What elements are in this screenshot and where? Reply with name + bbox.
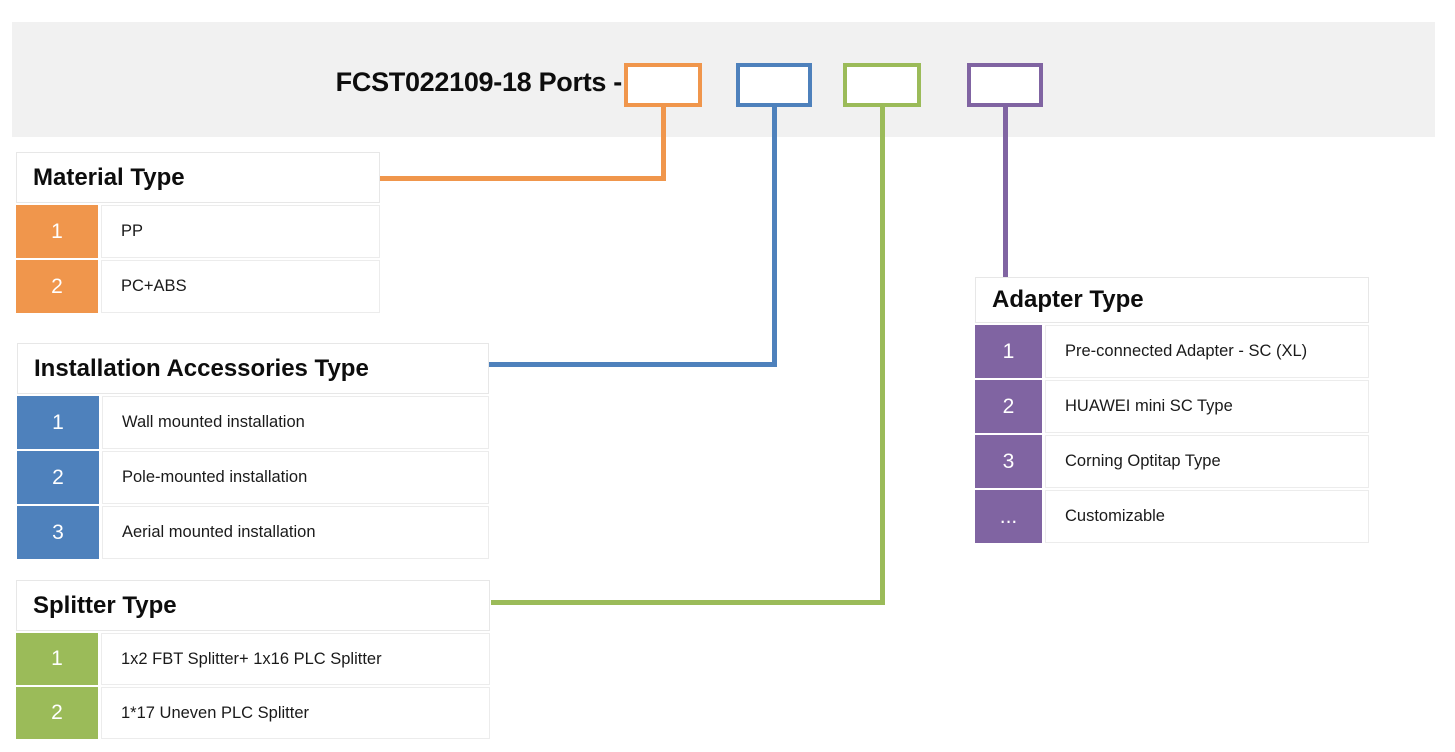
connector-installation-horizontal bbox=[489, 362, 777, 367]
connector-material-vertical bbox=[661, 105, 666, 181]
code-cell: 1 bbox=[17, 396, 99, 449]
code-cell: 1 bbox=[975, 325, 1042, 378]
product-code-title: FCST022109-18 Ports - bbox=[335, 67, 623, 97]
code-cell: 3 bbox=[17, 506, 99, 559]
code-box-adapter-type bbox=[967, 63, 1043, 107]
connector-splitter-horizontal bbox=[491, 600, 885, 605]
table-row: ... Customizable bbox=[975, 490, 1369, 543]
table-row: 2 Pole-mounted installation bbox=[17, 451, 489, 504]
table-row: 2 PC+ABS bbox=[16, 260, 380, 313]
table-row: 3 Corning Optitap Type bbox=[975, 435, 1369, 488]
code-box-installation-accessories-type bbox=[736, 63, 812, 107]
label-cell: Customizable bbox=[1045, 490, 1369, 543]
label-cell: PC+ABS bbox=[101, 260, 380, 313]
table-row: 1 Wall mounted installation bbox=[17, 396, 489, 449]
connector-material-horizontal bbox=[380, 176, 666, 181]
installation-accessories-type-table: Installation Accessories Type 1 Wall mou… bbox=[17, 343, 489, 559]
header-band bbox=[12, 22, 1435, 137]
code-box-splitter-type bbox=[843, 63, 921, 107]
code-cell: ... bbox=[975, 490, 1042, 543]
code-box-material-type bbox=[624, 63, 702, 107]
label-cell: Aerial mounted installation bbox=[102, 506, 489, 559]
connector-adapter-vertical bbox=[1003, 105, 1008, 277]
code-cell: 2 bbox=[17, 451, 99, 504]
label-cell: Pole-mounted installation bbox=[102, 451, 489, 504]
label-cell: PP bbox=[101, 205, 380, 258]
adapter-type-table: Adapter Type 1 Pre-connected Adapter - S… bbox=[975, 277, 1369, 543]
table-row: 1 PP bbox=[16, 205, 380, 258]
label-cell: Corning Optitap Type bbox=[1045, 435, 1369, 488]
label-cell: HUAWEI mini SC Type bbox=[1045, 380, 1369, 433]
connector-splitter-vertical bbox=[880, 105, 885, 605]
connector-installation-vertical bbox=[772, 105, 777, 367]
code-cell: 2 bbox=[975, 380, 1042, 433]
label-cell: 1*17 Uneven PLC Splitter bbox=[101, 687, 490, 739]
table-title: Splitter Type bbox=[16, 580, 490, 631]
code-cell: 2 bbox=[16, 687, 98, 739]
table-row: 3 Aerial mounted installation bbox=[17, 506, 489, 559]
splitter-type-table: Splitter Type 1 1x2 FBT Splitter+ 1x16 P… bbox=[16, 580, 490, 739]
table-row: 2 HUAWEI mini SC Type bbox=[975, 380, 1369, 433]
code-cell: 1 bbox=[16, 205, 98, 258]
table-title: Material Type bbox=[16, 152, 380, 203]
label-cell: Pre-connected Adapter - SC (XL) bbox=[1045, 325, 1369, 378]
table-title: Installation Accessories Type bbox=[17, 343, 489, 394]
code-cell: 3 bbox=[975, 435, 1042, 488]
material-type-table: Material Type 1 PP 2 PC+ABS bbox=[16, 152, 380, 313]
label-cell: 1x2 FBT Splitter+ 1x16 PLC Splitter bbox=[101, 633, 490, 685]
table-row: 2 1*17 Uneven PLC Splitter bbox=[16, 687, 490, 739]
label-cell: Wall mounted installation bbox=[102, 396, 489, 449]
table-row: 1 1x2 FBT Splitter+ 1x16 PLC Splitter bbox=[16, 633, 490, 685]
table-title: Adapter Type bbox=[975, 277, 1369, 323]
code-cell: 1 bbox=[16, 633, 98, 685]
table-row: 1 Pre-connected Adapter - SC (XL) bbox=[975, 325, 1369, 378]
code-cell: 2 bbox=[16, 260, 98, 313]
